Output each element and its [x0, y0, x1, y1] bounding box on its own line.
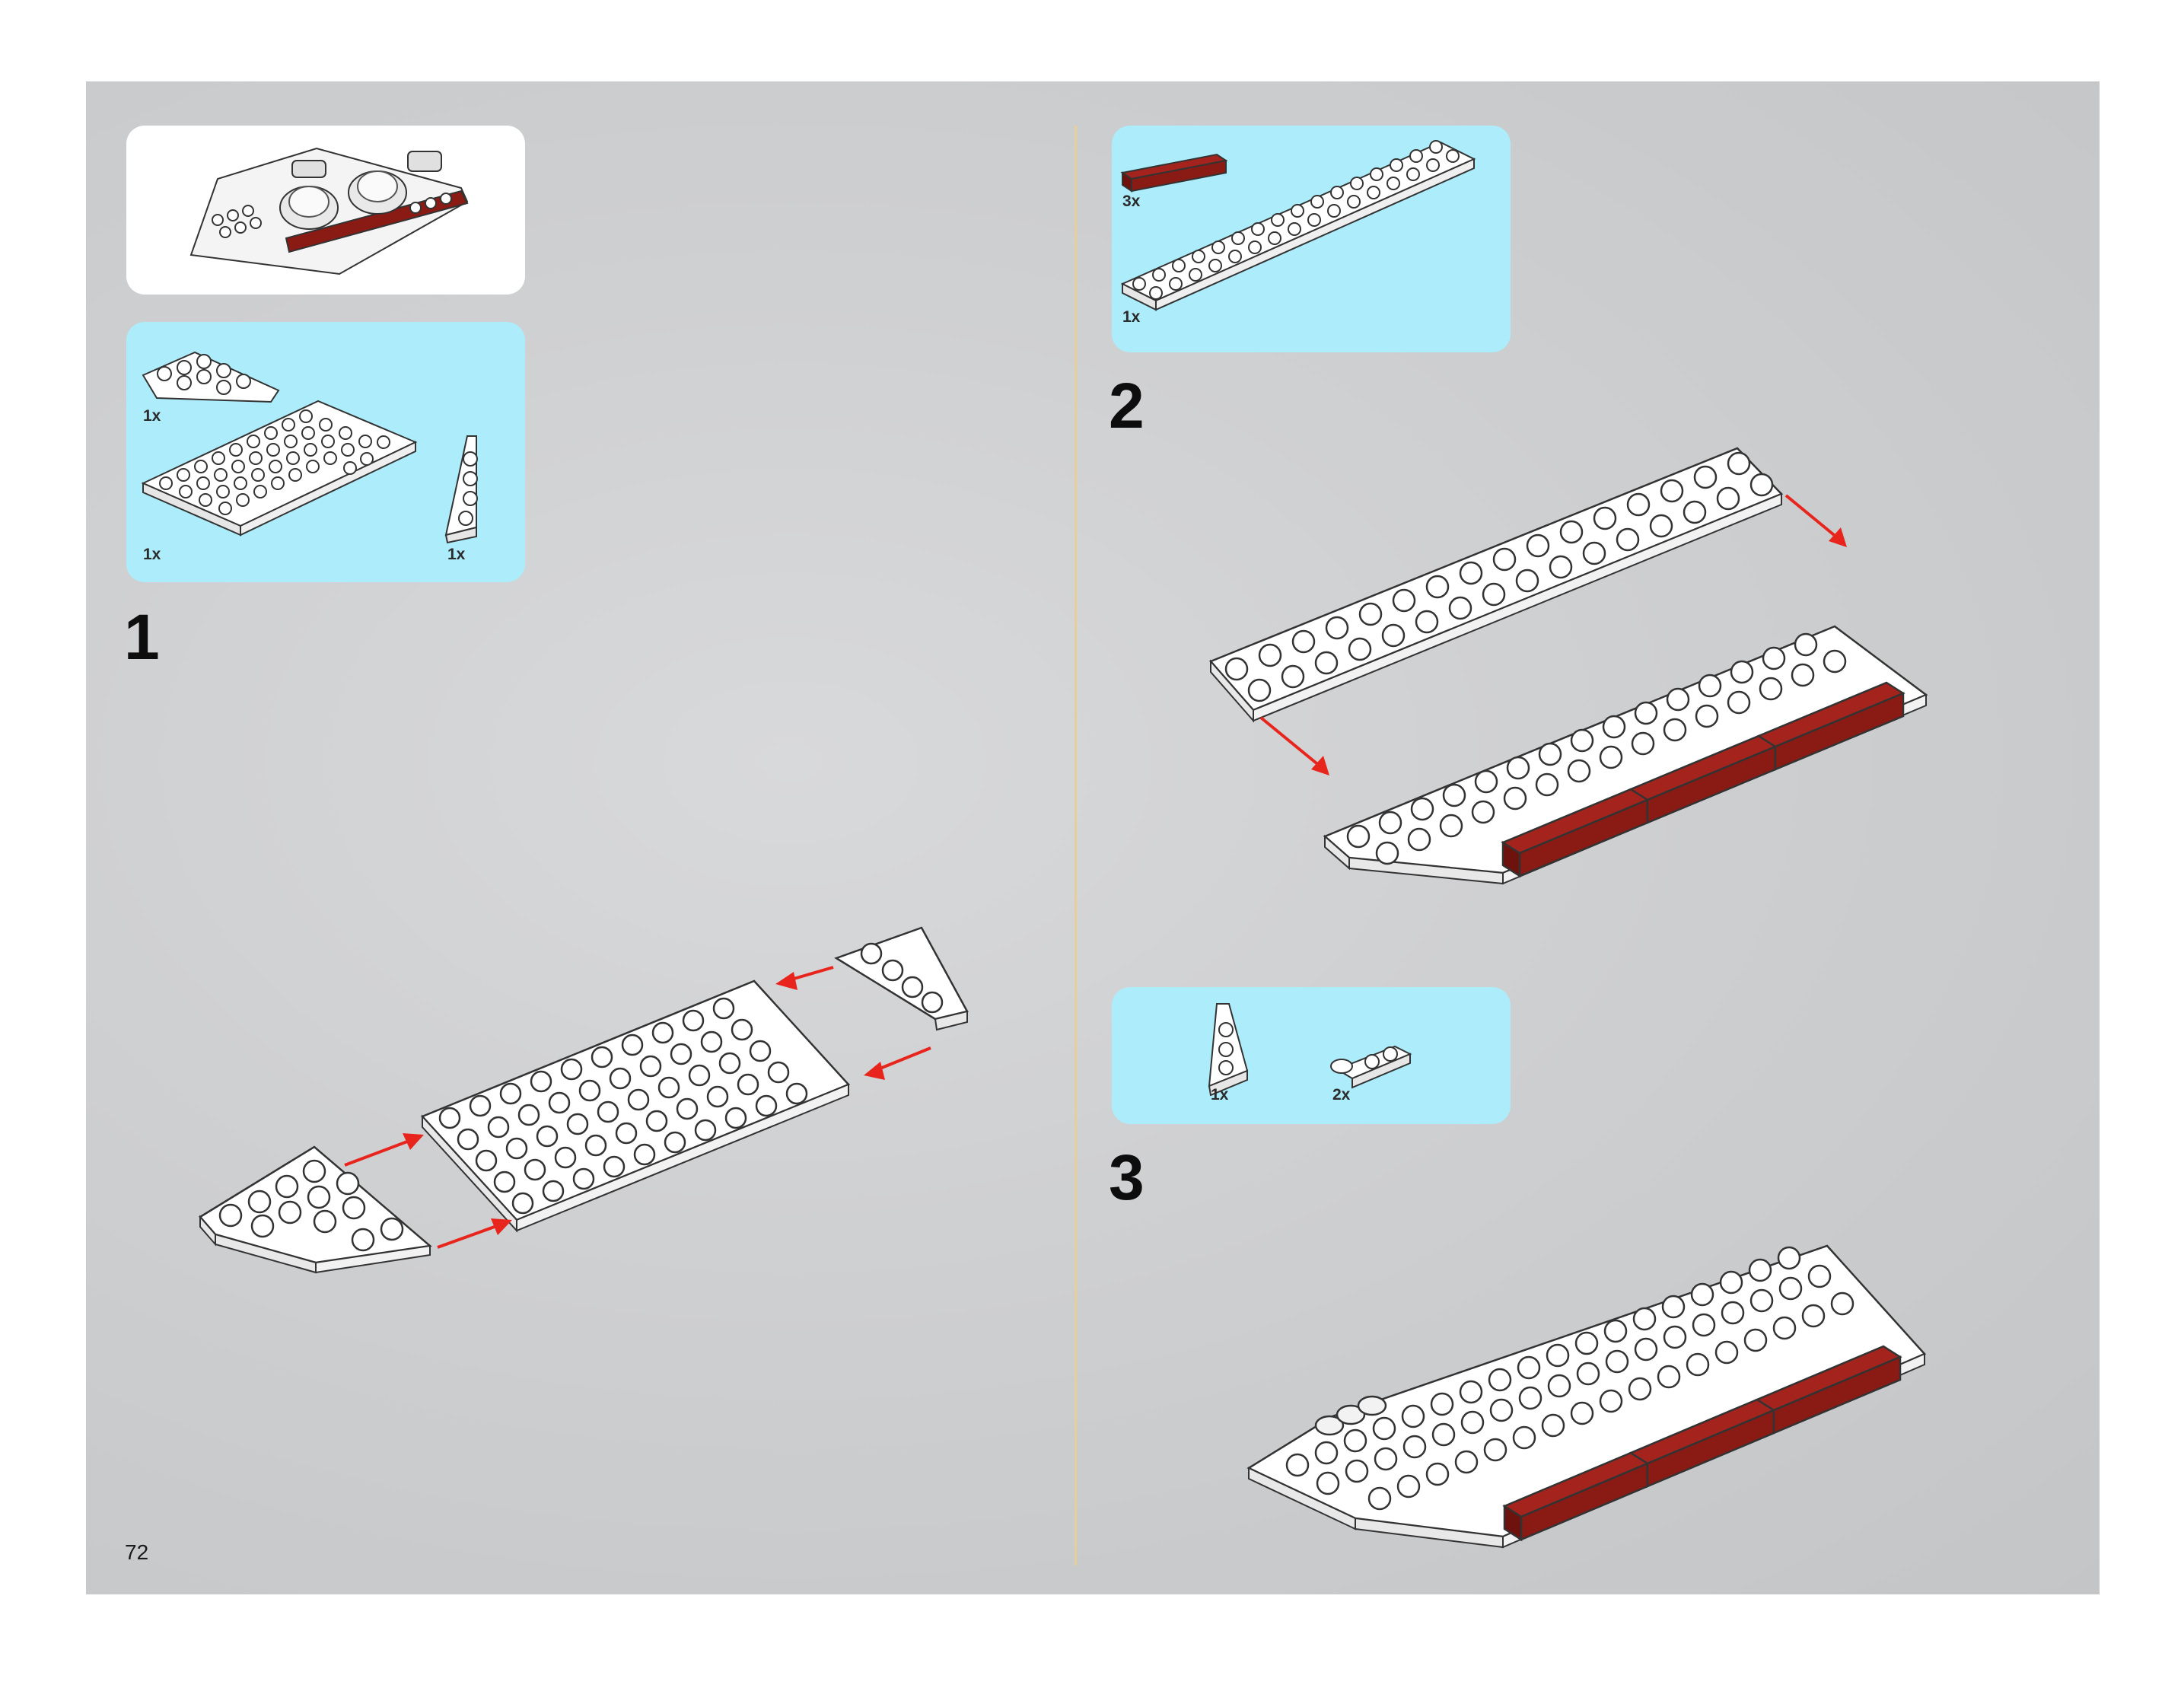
instruction-page: 1x 1x 1x 1	[86, 81, 2100, 1594]
step-3-assembly-illustration	[86, 81, 2100, 1594]
page-number: 72	[125, 1540, 148, 1565]
page-divider	[1074, 126, 1077, 1565]
